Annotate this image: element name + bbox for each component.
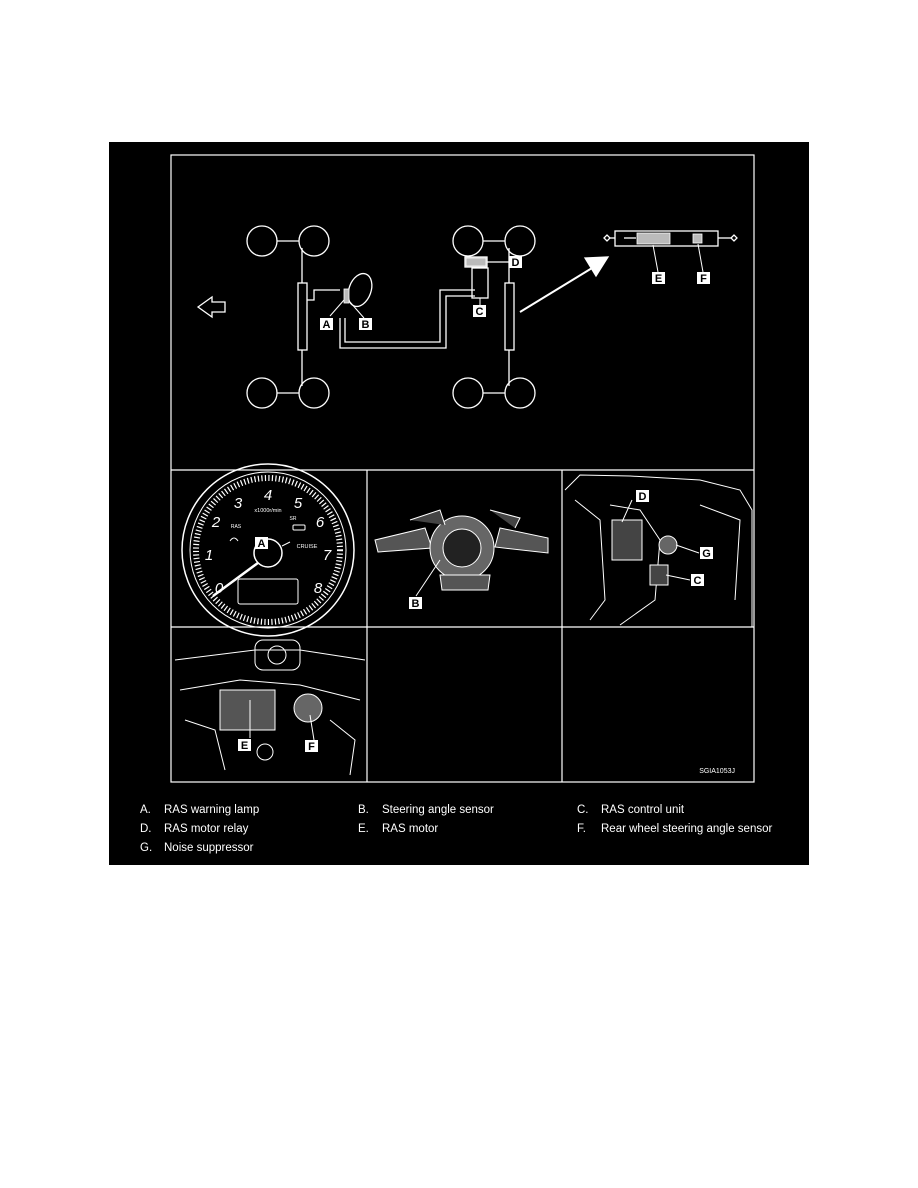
vehicle-schematic: [196, 225, 738, 409]
sr-indicator-label: SR: [290, 516, 297, 522]
callout-c-schematic: C: [473, 305, 486, 318]
legend-text: RAS warning lamp: [164, 804, 260, 816]
legend-text: Rear wheel steering angle sensor: [601, 823, 773, 835]
steering-angle-sensor: [343, 288, 350, 304]
diagram-panel: [109, 142, 809, 865]
rear-steering-rack: [504, 282, 515, 351]
legend-letter: D.: [140, 823, 152, 835]
gauge-tick-label: 8: [314, 580, 323, 597]
callout-label: F: [700, 273, 707, 285]
gauge-tick-label: 3: [234, 495, 243, 512]
wheel-icon: [452, 225, 484, 257]
legend-text: RAS motor relay: [164, 823, 249, 835]
legend-text: RAS control unit: [601, 804, 685, 816]
combination-switch-photo: B: [374, 509, 549, 610]
gauge-unit: x1000r/min: [254, 508, 281, 514]
callout-d-schematic: D: [509, 256, 522, 269]
callout-label: F: [308, 741, 315, 753]
forward-arrow-icon: [196, 295, 226, 319]
legend-letter: C.: [577, 804, 589, 816]
legend-letter: A.: [140, 804, 151, 816]
ras-control-unit: [471, 267, 489, 299]
gauge-tick-label: 7: [323, 547, 332, 564]
callout-label: E: [655, 273, 662, 285]
legend-letter: E.: [358, 823, 369, 835]
ras-motor: [636, 232, 671, 245]
callout-label: A: [258, 538, 266, 550]
legend-letter: F.: [577, 823, 586, 835]
callout-f-schematic: F: [697, 272, 710, 285]
underbody-photo: E F: [174, 639, 366, 776]
wheel-icon: [452, 377, 484, 409]
callout-a-schematic: A: [320, 318, 333, 331]
callout-label: C: [694, 575, 702, 587]
callout-label: C: [476, 306, 484, 318]
wheel-icon: [246, 225, 278, 257]
rear-wheel-steering-angle-sensor: [692, 233, 703, 244]
front-steering-rack: [297, 282, 308, 351]
rear-rack-detail: [614, 230, 719, 247]
steering-wheel-icon: [347, 272, 373, 308]
callout-label: D: [639, 491, 647, 503]
gauge-tick-label: 6: [316, 514, 325, 531]
figure-frame: [170, 154, 755, 783]
cruise-indicator-label: CRUISE: [297, 544, 318, 550]
figure-code: SGIA1053J: [699, 768, 735, 775]
gauge-tick-label: 1: [205, 547, 213, 564]
callout-label: E: [241, 740, 248, 752]
callout-b-schematic: B: [359, 318, 372, 331]
legend-text: Steering angle sensor: [382, 804, 494, 816]
callout-e-schematic: E: [652, 272, 665, 285]
wheel-icon: [298, 377, 330, 409]
ras-warning-icon: [229, 537, 239, 542]
callout-label: D: [512, 257, 520, 269]
callout-label: B: [412, 598, 420, 610]
legend-letter: B.: [358, 804, 369, 816]
wheel-icon: [298, 225, 330, 257]
interior-photo: D G C: [564, 474, 753, 627]
legend-text: Noise suppressor: [164, 842, 254, 854]
tachometer-gauge: 0 1 2 3 4 5 6 7 8 x1000r/min RAS SR CRUI…: [181, 463, 355, 637]
callout-label: G: [702, 548, 711, 560]
gauge-tick-label: 4: [264, 487, 272, 504]
wheel-icon: [246, 377, 278, 409]
ras-indicator-label: RAS: [231, 524, 242, 530]
gauge-tick-label: 2: [211, 514, 221, 531]
legend-text: RAS motor: [382, 823, 439, 835]
gauge-tick-label: 5: [294, 495, 303, 512]
callout-label: B: [362, 319, 370, 331]
callout-label: A: [323, 319, 331, 331]
legend-letter: G.: [140, 842, 153, 854]
gauge-tick-label: 0: [215, 580, 224, 597]
